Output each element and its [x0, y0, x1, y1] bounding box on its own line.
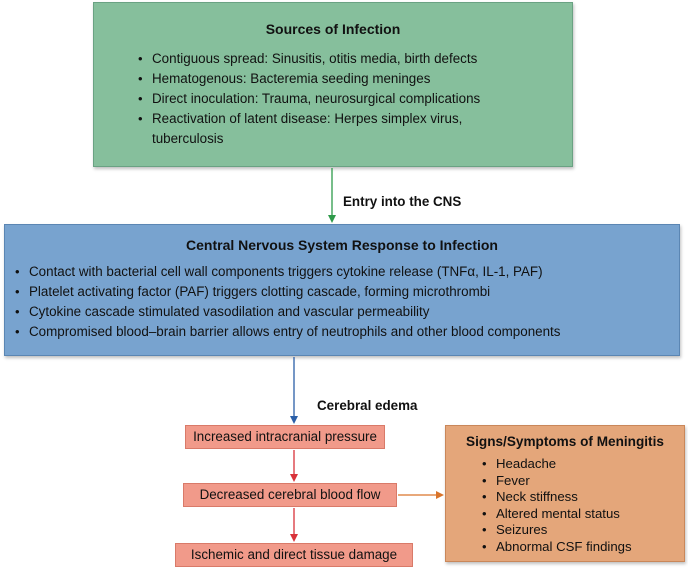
list-item: Platelet activating factor (PAF) trigger… [15, 282, 560, 302]
signs-list: Headache Fever Neck stiffness Altered me… [482, 456, 632, 556]
list-item: Compromised blood–brain barrier allows e… [15, 322, 560, 342]
stage-tissue-damage: Ischemic and direct tissue damage [175, 543, 413, 567]
list-item: Seizures [482, 522, 632, 539]
list-item: Reactivation of latent disease: Herpes s… [138, 109, 480, 129]
signs-symptoms-box: Signs/Symptoms of Meningitis Headache Fe… [445, 425, 685, 562]
list-item: Headache [482, 456, 632, 473]
cns-title: Central Nervous System Response to Infec… [186, 237, 498, 253]
cns-response-box: Central Nervous System Response to Infec… [4, 224, 680, 356]
list-item: Fever [482, 473, 632, 490]
list-item: Neck stiffness [482, 489, 632, 506]
list-item: Contact with bacterial cell wall compone… [15, 262, 560, 282]
list-item: Hematogenous: Bacteremia seeding meninge… [138, 69, 480, 89]
list-item: Altered mental status [482, 506, 632, 523]
list-item: Abnormal CSF findings [482, 539, 632, 556]
entry-into-cns-label: Entry into the CNS [343, 194, 462, 209]
cerebral-edema-label: Cerebral edema [317, 398, 418, 413]
sources-of-infection-box: Sources of Infection Contiguous spread: … [93, 2, 573, 167]
signs-title: Signs/Symptoms of Meningitis [466, 434, 664, 449]
stage-decreased-blood-flow: Decreased cerebral blood flow [183, 483, 397, 507]
list-item-continuation: tuberculosis [152, 131, 224, 146]
stage-increased-icp: Increased intracranial pressure [185, 425, 385, 449]
list-item: Cytokine cascade stimulated vasodilation… [15, 302, 560, 322]
list-item: Contiguous spread: Sinusitis, otitis med… [138, 49, 480, 69]
sources-title: Sources of Infection [265, 21, 401, 37]
cns-list: Contact with bacterial cell wall compone… [15, 262, 560, 342]
sources-list: Contiguous spread: Sinusitis, otitis med… [138, 49, 480, 149]
list-item: Direct inoculation: Trauma, neurosurgica… [138, 89, 480, 109]
